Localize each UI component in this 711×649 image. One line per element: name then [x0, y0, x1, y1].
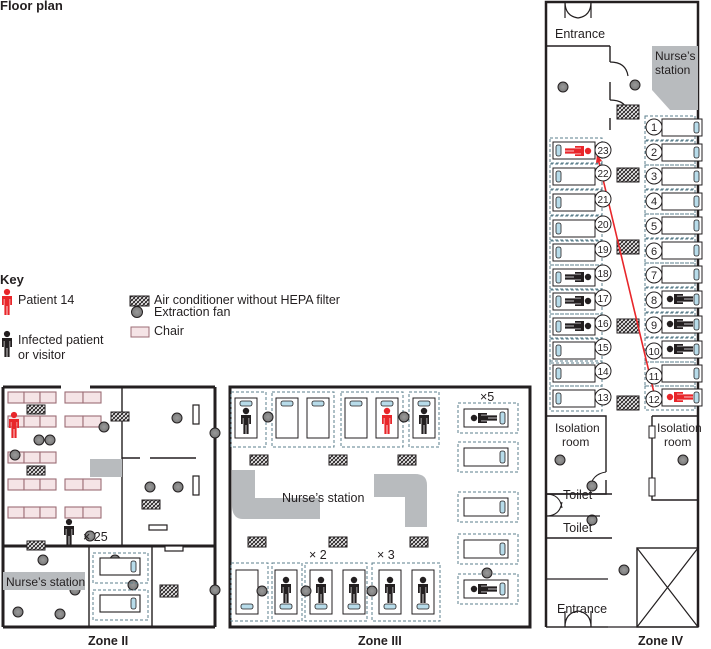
svg-text:13: 13: [597, 393, 609, 404]
zone3-top-beds: [230, 391, 440, 448]
key-patient14-label: Patient 14: [18, 293, 75, 307]
air-conditioner-key-icon: [129, 295, 150, 307]
zone3-bottom-beds: × 2 × 3: [230, 548, 441, 622]
svg-text:8: 8: [651, 295, 657, 307]
svg-text:7: 7: [651, 270, 657, 282]
zone4-isolation-left-line2: room: [562, 435, 589, 449]
zone2-multiplier: × 25: [83, 530, 108, 544]
svg-text:14: 14: [597, 367, 609, 378]
key-extraction-fan-label: Extraction fan: [154, 305, 231, 319]
svg-text:4: 4: [651, 196, 657, 208]
zone4-toilet-2: Toilet: [563, 521, 593, 535]
zone2-nurses-station: Nurse’s station: [6, 575, 85, 589]
svg-text:3: 3: [651, 171, 657, 183]
zone4-entrance-bottom: Entrance: [557, 602, 607, 616]
svg-text:12: 12: [648, 395, 660, 406]
zone-3: Nurse’s station: [228, 385, 532, 629]
svg-text:22: 22: [597, 169, 609, 180]
zone3-mult-x2: × 2: [309, 548, 327, 562]
svg-text:2: 2: [651, 147, 657, 159]
key-air-conditioner-label: Air conditioner without HEPA filter: [154, 293, 340, 307]
zone4-right-beds: [644, 115, 703, 411]
svg-text:5: 5: [651, 221, 657, 233]
svg-text:23: 23: [597, 146, 609, 157]
patient14-key-icon: [2, 288, 12, 315]
svg-text:16: 16: [597, 319, 609, 330]
zone4-bed-numbers-left: 23 22 21 20 19 18 17 16 15 14 13: [594, 141, 612, 406]
page-title: Floor plan: [0, 0, 63, 13]
svg-text:10: 10: [648, 347, 660, 358]
key-icons: [2, 288, 150, 357]
zone4-left-beds: [549, 137, 603, 412]
key-infected-label-line1: Infected patient: [18, 333, 104, 347]
zone3-mult-x3: × 3: [377, 548, 395, 562]
svg-text:9: 9: [651, 320, 657, 332]
svg-text:18: 18: [597, 269, 609, 280]
svg-text:20: 20: [597, 220, 609, 231]
zone-2: Nurse’s station × 25: [1, 385, 221, 629]
zone4-nurses-station-line2: station: [655, 63, 690, 77]
zone4-label: Zone IV: [638, 634, 684, 648]
zone3-nurses-station: Nurse’s station: [282, 491, 364, 505]
key-title: Key: [0, 272, 24, 287]
svg-text:19: 19: [597, 245, 609, 256]
zone3-mult-x5: ×5: [480, 390, 494, 404]
svg-text:15: 15: [597, 343, 609, 354]
infected-zone2: [64, 518, 74, 545]
svg-text:6: 6: [651, 246, 657, 258]
svg-text:11: 11: [649, 372, 660, 383]
chair-key-icon: [130, 326, 150, 338]
zone4-isolation-right-line2: room: [664, 435, 691, 449]
zone4-isolation-left-line1: Isolation: [555, 421, 600, 435]
svg-text:1: 1: [651, 122, 657, 134]
zone4-nurses-station-line1: Nurse’s: [655, 49, 695, 63]
zone3-label: Zone III: [358, 634, 402, 648]
zone2-label: Zone II: [88, 634, 129, 648]
key-chair-label: Chair: [154, 324, 184, 338]
zone4-entrance-top: Entrance: [555, 27, 605, 41]
svg-text:17: 17: [597, 294, 609, 305]
zone4-toilet-1: Toilet: [563, 488, 593, 502]
zone4-isolation-right-line1: Isolation: [657, 421, 702, 435]
extraction-fan-key-icon: [131, 306, 143, 318]
infected-key-icon: [2, 330, 12, 357]
zone3-right-beds: ×5: [457, 390, 519, 605]
key-infected-label-line2: or visitor: [18, 348, 66, 362]
zone-4: Entrance Nurse’s station: [544, 0, 703, 628]
svg-text:21: 21: [597, 195, 609, 206]
zone4-bed-numbers-right: 1 2 3 4 5 6 7 8 9 10 11 12: [645, 118, 663, 408]
